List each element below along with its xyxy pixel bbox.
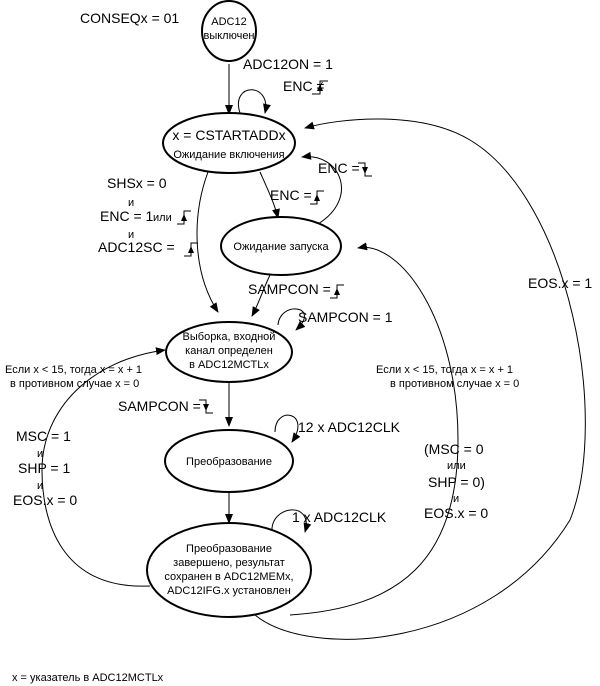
state-adc12-off: ADC12 выключен <box>201 0 257 62</box>
state-done: Преобразование завершено, результат сохр… <box>146 522 312 618</box>
label-right-or: или <box>447 460 466 472</box>
label-left-and-2: и <box>37 480 43 492</box>
state-wait-enable: x = CSTARTADDx Ожидание включения <box>162 112 296 174</box>
label-enc-eq-1: ENC = 1 <box>100 208 154 224</box>
state-off-line-1: ADC12 <box>211 16 246 28</box>
label-eos-0-right: EOS.x = 0 <box>424 505 488 521</box>
label-msc-0: (MSC = 0 <box>424 441 484 457</box>
label-right-if: Если x < 15, тогда x = x + 1 <box>376 364 513 376</box>
rising-edge-icon <box>310 190 324 205</box>
label-left-and-1: и <box>37 448 43 460</box>
falling-edge-icon <box>199 399 213 414</box>
loop-sample <box>277 308 306 331</box>
state-wait-trigger: Ожидание запуска <box>220 216 342 276</box>
label-eos-1: EOS.x = 1 <box>528 275 592 291</box>
label-shs-and-2: и <box>128 229 134 241</box>
arrow-wait-enable-to-sample <box>196 171 219 313</box>
label-left-if: Если x < 15, тогда x = x + 1 <box>5 364 142 376</box>
rising-edge-icon <box>312 80 328 95</box>
label-shp-1: SHP = 1 <box>18 460 70 476</box>
state-sample: Выборка, входной канал определен в ADC12… <box>165 321 293 383</box>
rising-edge-icon <box>184 242 198 257</box>
label-eos-0-left: EOS.x = 0 <box>13 492 77 508</box>
state-wait-enable-line-1: x = CSTARTADDx <box>172 127 285 143</box>
label-msc-1: MSC = 1 <box>16 428 71 444</box>
loop-done <box>271 509 312 533</box>
rising-edge-icon <box>177 210 191 225</box>
label-adc12on: ADC12ON = 1 <box>243 56 333 72</box>
state-convert-line-1: Преобразование <box>186 456 272 468</box>
falling-edge-icon <box>358 162 372 177</box>
arrow-trigger-to-sample <box>251 274 271 317</box>
rising-edge-icon <box>330 284 344 299</box>
arrow-done-to-sample-left <box>41 347 166 587</box>
state-off-line-2: выключен <box>203 30 254 42</box>
state-sample-line-3: в ADC12MCTLx <box>189 359 269 371</box>
header-label: CONSEQx = 01 <box>80 10 179 26</box>
arrow-done-to-wait-enable-outer <box>254 118 586 640</box>
label-shs-and-1: и <box>128 197 134 209</box>
label-shs: SHSx = 0 <box>107 175 167 191</box>
state-done-line-2: завершено, результат <box>173 557 285 569</box>
arrow-done-to-trigger-right <box>289 242 459 616</box>
label-enc-not-rise: ENC ≠ <box>283 78 324 94</box>
label-left-else: в противном случае x = 0 <box>10 378 139 390</box>
footnote: x = указатель в ADC12MCTLx <box>12 672 164 684</box>
label-sampcon-1: SAMPCON = 1 <box>298 309 393 325</box>
state-done-line-1: Преобразование <box>186 543 272 555</box>
label-shp-0: SHP = 0) <box>428 474 485 490</box>
state-wait-enable-line-2: Ожидание включения <box>173 149 284 161</box>
state-done-line-3: сохранен в ADC12MEMx, <box>164 571 293 583</box>
loop-wait-enable <box>237 89 271 114</box>
state-sample-line-2: канал определен <box>185 345 273 357</box>
state-convert: Преобразование <box>164 429 294 493</box>
label-sampcon-fall: SAMPCON = <box>118 398 201 414</box>
label-adc12sc: ADC12SC = <box>98 239 175 255</box>
arrow-trigger-to-wait-enable <box>301 151 342 225</box>
label-sampcon-rise: SAMPCON = <box>248 281 331 297</box>
arrow-wait-enable-to-trigger <box>259 171 280 219</box>
label-12-adc12clk: 12 x ADC12CLK <box>298 419 401 435</box>
state-wait-trigger-line-1: Ожидание запуска <box>233 241 329 253</box>
label-right-and: и <box>453 493 459 505</box>
state-done-line-4: ADC12IFG.x установлен <box>167 585 291 597</box>
label-right-else: в противном случае x = 0 <box>390 378 519 390</box>
label-or: или <box>153 212 172 224</box>
label-enc-fall: ENC = <box>318 160 360 176</box>
loop-convert <box>274 414 301 443</box>
label-1-adc12clk: 1 x ADC12CLK <box>292 509 387 525</box>
label-enc-rise: ENC = <box>270 187 312 203</box>
state-sample-line-1: Выборка, входной <box>183 331 276 343</box>
